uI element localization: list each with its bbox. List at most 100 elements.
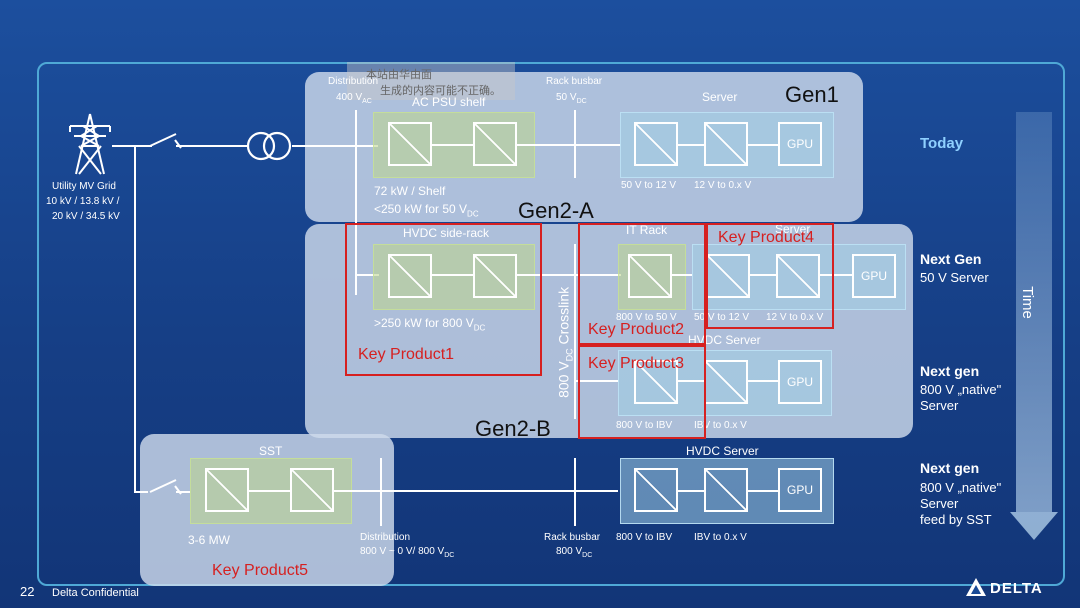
gen2b-link-2 <box>746 380 778 382</box>
key-product2-label: Key Product2 <box>588 321 685 338</box>
gen2b-converter-2 <box>704 360 748 404</box>
gen1-psu-out <box>517 144 621 146</box>
time-arrow <box>1016 112 1052 512</box>
gen2b-link-1 <box>676 380 704 382</box>
gen1-power-label-1: 72 kW / Shelf <box>374 184 446 198</box>
diagram-frame <box>37 62 1065 586</box>
time-arrow-head <box>1010 512 1058 540</box>
sst-link <box>249 490 290 492</box>
sst-converter-1 <box>205 468 249 512</box>
timeline-next-gen-3-sub-2: Server <box>920 496 959 511</box>
gen1-conv-label-1: 50 V to 12 V <box>621 180 677 191</box>
mv-line-sst <box>134 491 148 493</box>
mv-switch-icon <box>149 133 182 149</box>
gen1-rack-label: Rack busbar <box>546 76 603 87</box>
gen2a-conv-label-3: 12 V to 0.x V <box>766 312 824 323</box>
key-product1-label: Key Product1 <box>358 346 455 363</box>
gen3-server-label: HVDC Server <box>686 444 759 458</box>
timeline-next-gen-2-sub-2: Server <box>920 398 959 413</box>
grid-label-3: 20 kV / 34.5 kV <box>52 211 120 222</box>
gen3-link-1 <box>676 490 704 492</box>
timeline-next-gen-3-sub-3: feed by SST <box>920 512 992 527</box>
gen1-server-converter-1 <box>634 122 678 166</box>
gen1-rack-busbar <box>574 110 576 178</box>
overlay-box <box>347 62 515 100</box>
timeline-next-gen-3: Next gen <box>920 460 980 476</box>
timeline-next-gen-1: Next Gen <box>920 251 982 267</box>
gen3-gpu: GPU <box>778 468 822 512</box>
gen2a-conv-label-1: 800 V to 50 V <box>616 312 677 323</box>
gen2a-conv-label-2: 50 V to 12 V <box>694 312 750 323</box>
timeline-next-gen-1-sub: 50 V Server <box>920 270 989 285</box>
mv-line-gen1 <box>112 145 152 147</box>
sst-out <box>334 490 618 492</box>
lv-line-gen2 <box>355 274 379 276</box>
gen1-server-link-1 <box>676 144 704 146</box>
gen2a-server-converter-1 <box>706 254 750 298</box>
gen2a-rack-out <box>672 274 692 276</box>
timeline-today: Today <box>920 135 964 152</box>
gen1-label: Gen1 <box>785 82 839 107</box>
gen2a-server-converter-2 <box>776 254 820 298</box>
grid-label-1: Utility MV Grid <box>52 181 116 192</box>
gen1-distribution-voltage: 400 VAC <box>336 92 372 105</box>
gen3-link-2 <box>746 490 778 492</box>
mv-vertical-bus <box>134 145 136 493</box>
gen1-distribution-label: Distribution <box>328 76 379 87</box>
sst-label: SST <box>259 444 283 458</box>
gen1-server-label: Server <box>702 90 738 104</box>
overlay-text-1: 本站由华由面 <box>366 69 432 81</box>
gen2a-power-label: >250 kW for 800 VDC <box>374 316 486 333</box>
time-axis-label: Time <box>1018 286 1036 319</box>
gen2b-label: Gen2-B <box>475 416 551 441</box>
gen2a-gpu: GPU <box>852 254 896 298</box>
gen2b-gpu: GPU <box>778 360 822 404</box>
sst-rack-voltage: 800 VDC <box>556 546 593 559</box>
key-product5-label: Key Product5 <box>212 562 309 579</box>
gen1-gpu: GPU <box>778 122 822 166</box>
gen2a-it-rack-label: IT Rack <box>626 223 668 237</box>
mv-line-to-transformer <box>176 145 248 147</box>
gen2a-sidecar-converter-1 <box>388 254 432 298</box>
overlay-text-2: 生成的内容可能不正确。 <box>380 85 501 97</box>
grid-label-2: 10 kV / 13.8 kV / <box>46 196 120 207</box>
gen2a-it-rack-converter <box>628 254 672 298</box>
gen3-converter-1 <box>634 468 678 512</box>
gen2b-converter-1 <box>634 360 678 404</box>
delta-logo-icon <box>966 578 986 596</box>
sst-power-label: 3-6 MW <box>188 533 230 547</box>
timeline-next-gen-2-sub-1: 800 V „native" <box>920 382 1002 397</box>
delta-logo-text: DELTA <box>990 580 1043 597</box>
gen2a-server-label: Server <box>775 222 811 236</box>
mv-line-to-sst <box>176 491 190 493</box>
page-number: 22 <box>20 584 35 599</box>
gen2b-conv-label-2: IBV to 0.x V <box>694 420 747 431</box>
sst-rack-busbar <box>574 458 576 526</box>
gen2a-label: Gen2-A <box>518 198 594 223</box>
gen3-converter-2 <box>704 468 748 512</box>
gen1-psu-converter-1 <box>388 122 432 166</box>
sst-distribution-label-2: 800 V ~ 0 V/ 800 VDC <box>360 546 455 559</box>
timeline-next-gen-3-sub-1: 800 V „native" <box>920 480 1002 495</box>
sst-distribution-label-1: Distribution <box>360 532 411 543</box>
crosslink-busbar <box>574 244 576 419</box>
key-product1-box <box>345 223 542 376</box>
confidential-label: Delta Confidential <box>52 587 139 599</box>
sst-distribution-bus <box>380 458 382 526</box>
gen2a-sidecar-converter-2 <box>473 254 517 298</box>
gen2b-conv-label-1: 800 V to IBV <box>616 420 673 431</box>
gen2a-sidecar-label: HVDC side-rack <box>403 226 490 240</box>
gen1-rack-voltage: 50 VDC <box>556 92 587 105</box>
lv-line-gen1 <box>292 145 378 147</box>
gen1-psu-shelf-label: AC PSU shelf <box>412 95 486 109</box>
gen1-psu-link <box>432 144 473 146</box>
sst-switch-icon <box>149 479 182 495</box>
pylon-icon <box>69 113 111 175</box>
key-product3-label: Key Product3 <box>588 355 685 372</box>
transformer-icon <box>246 131 292 161</box>
sst-converter-2 <box>290 468 334 512</box>
key-product4-label: Key Product4 <box>718 229 815 246</box>
gen1-psu-converter-2 <box>473 122 517 166</box>
key-product4-box <box>706 223 834 329</box>
